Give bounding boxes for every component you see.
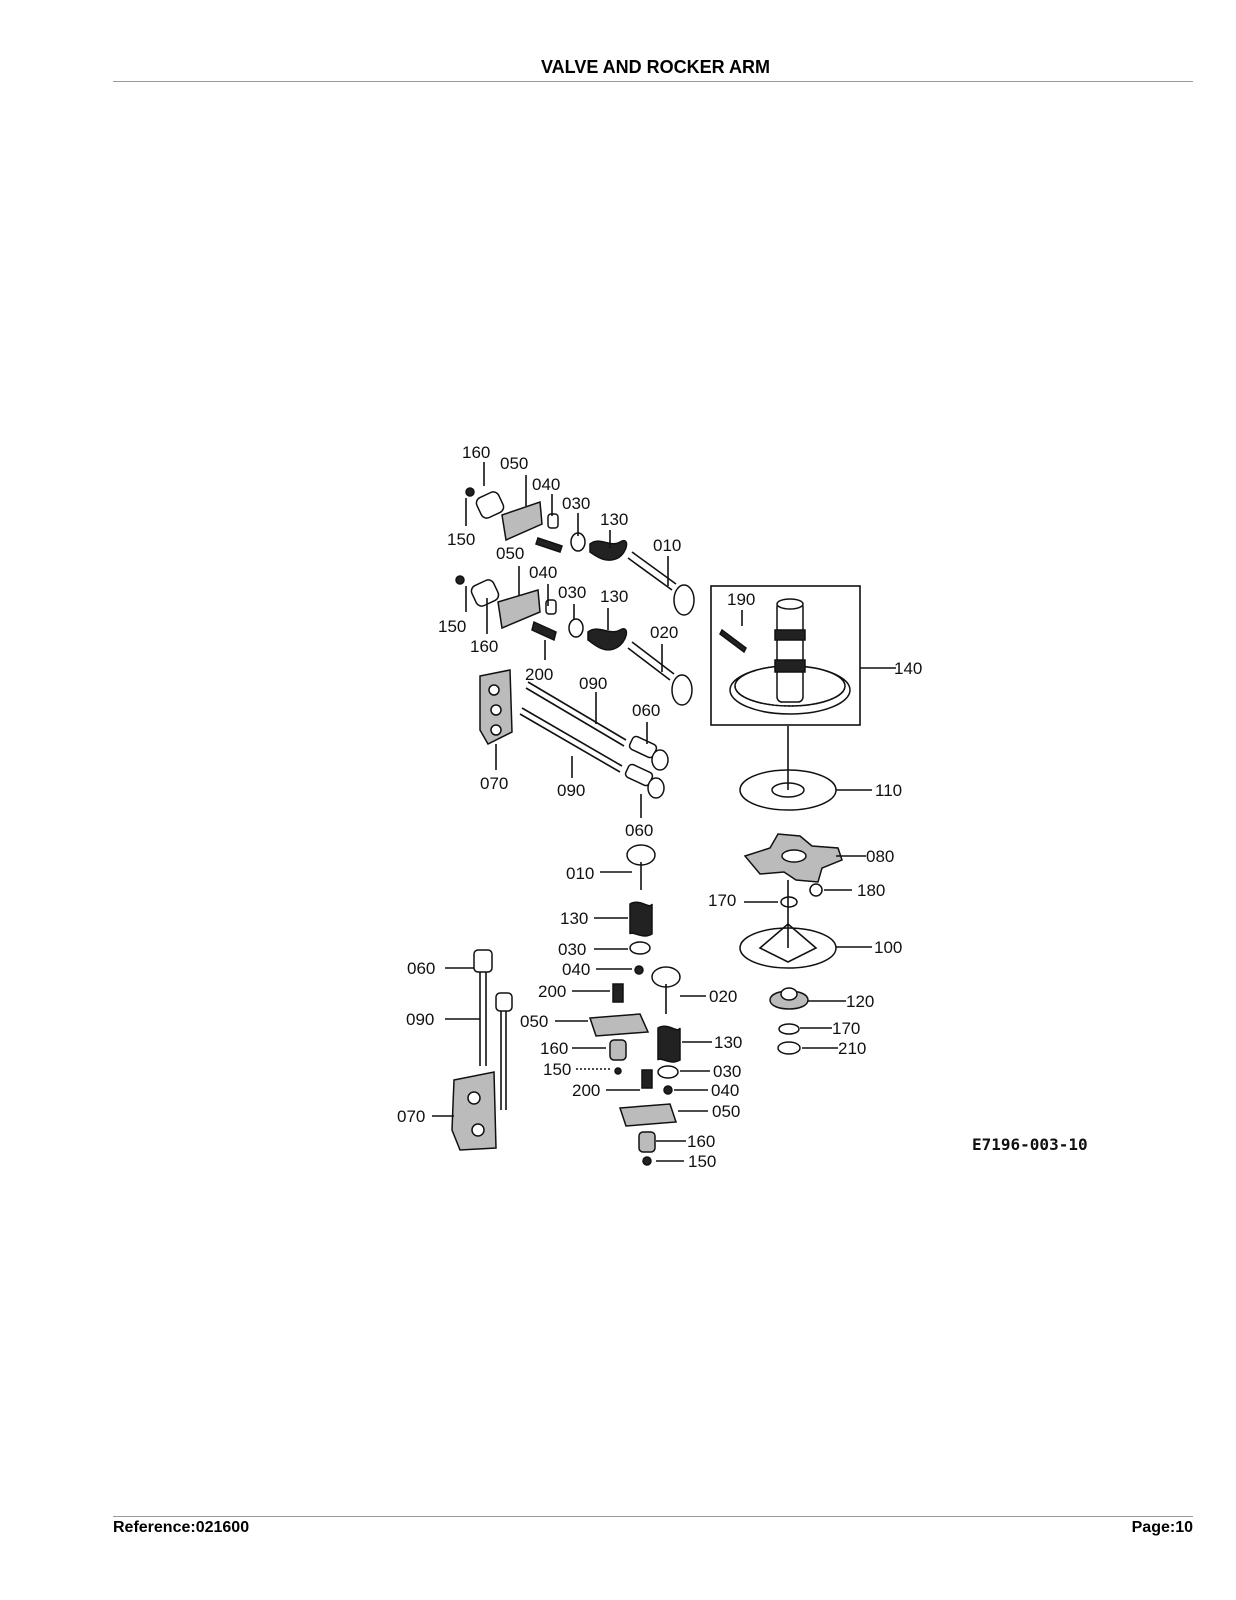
callout: 090: [557, 781, 585, 800]
callout: 040: [562, 960, 590, 979]
callout: 160: [540, 1039, 568, 1058]
callout: 060: [625, 821, 653, 840]
callout: 040: [711, 1081, 739, 1100]
callout: 150: [447, 530, 475, 549]
callout: 060: [632, 701, 660, 720]
callout: 090: [406, 1010, 434, 1029]
camshaft-box: [710, 585, 861, 726]
valve-train-center: [588, 844, 681, 1166]
callout-labels: 160 050 040 030 130 010 150 050 040 030 …: [397, 443, 922, 1171]
callout: 040: [532, 475, 560, 494]
callout: 140: [894, 659, 922, 678]
footer-page-number: Page:10: [1131, 1519, 1193, 1536]
camshaft-gear: [719, 598, 851, 715]
callout: 130: [600, 587, 628, 606]
leader-lines: [432, 462, 896, 1162]
callout: 050: [712, 1102, 740, 1121]
callout: 190: [727, 590, 755, 609]
callout: 070: [480, 774, 508, 793]
callout: 130: [600, 510, 628, 529]
callout: 050: [520, 1012, 548, 1031]
callout: 030: [558, 940, 586, 959]
page-title: VALVE AND ROCKER ARM: [541, 57, 770, 77]
callout: 160: [462, 443, 490, 462]
callout: 030: [558, 583, 586, 602]
callout: 170: [832, 1019, 860, 1038]
callout: 010: [653, 536, 681, 555]
callout: 130: [714, 1033, 742, 1052]
figure-code: E7196-003-10: [972, 1135, 1088, 1154]
callout: 060: [407, 959, 435, 978]
callout: 130: [560, 909, 588, 928]
rocker-assembly-upper-2: [455, 575, 693, 706]
callout: 210: [838, 1039, 866, 1058]
callout: 090: [579, 674, 607, 693]
footer-reference: Reference:021600: [113, 1519, 250, 1536]
rocker-assembly-upper-1: [465, 487, 695, 616]
callout: 020: [709, 987, 737, 1006]
callout: 170: [708, 891, 736, 910]
callout: 200: [538, 982, 566, 1001]
pushrods-lower-left: [451, 949, 513, 1151]
callout: 080: [866, 847, 894, 866]
footer-divider: [113, 1516, 1193, 1517]
callout: 180: [857, 881, 885, 900]
header-divider: [113, 81, 1193, 82]
callout: 030: [713, 1062, 741, 1081]
callout: 120: [846, 992, 874, 1011]
callout: 150: [688, 1152, 716, 1171]
callout: 200: [525, 665, 553, 684]
callout: 070: [397, 1107, 425, 1126]
callout: 030: [562, 494, 590, 513]
callout: 200: [572, 1081, 600, 1100]
callout: 160: [470, 637, 498, 656]
callout: 100: [874, 938, 902, 957]
callout: 050: [500, 454, 528, 473]
callout: 110: [875, 781, 902, 800]
callout: 020: [650, 623, 678, 642]
callout: 150: [543, 1060, 571, 1079]
callout: 150: [438, 617, 466, 636]
callout: 010: [566, 864, 594, 883]
callout: 050: [496, 544, 524, 563]
callout: 040: [529, 563, 557, 582]
callout: 160: [687, 1132, 715, 1151]
